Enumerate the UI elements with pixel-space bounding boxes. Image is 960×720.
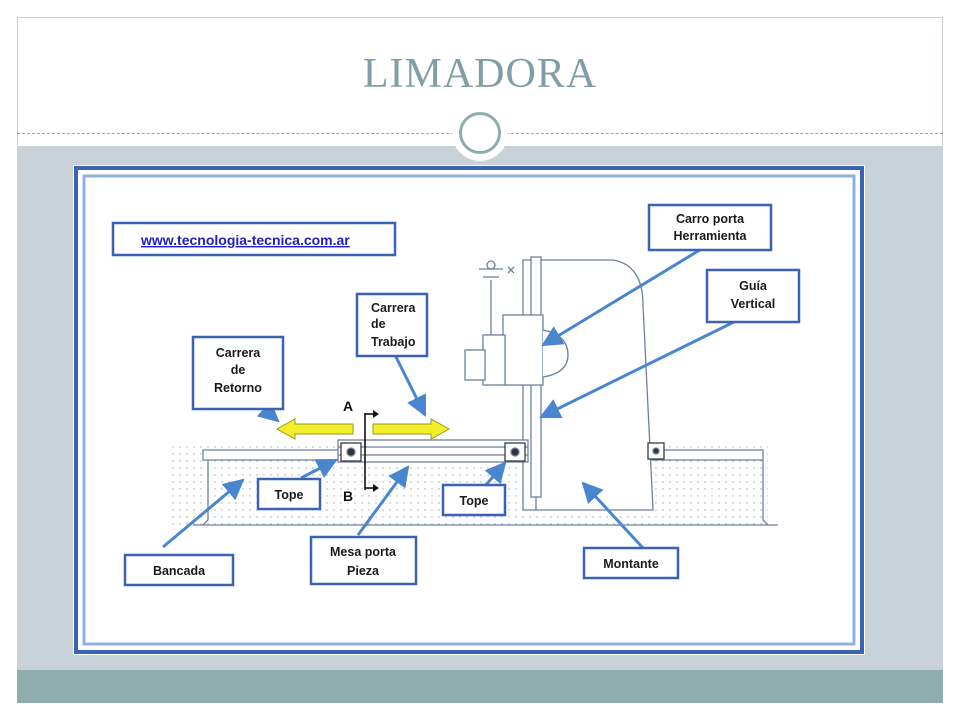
label-tope-left: Tope — [275, 488, 304, 502]
label-mesa-line1: Mesa porta — [330, 545, 397, 559]
shaper-diagram: A B www.tecnologia-tecnica.com.ar Carro … — [73, 165, 865, 655]
shaper-machine — [168, 256, 778, 526]
website-url: www.tecnologia-tecnica.com.ar — [140, 232, 350, 248]
footer-band — [17, 670, 943, 703]
diagram-svg: A B www.tecnologia-tecnica.com.ar Carro … — [74, 166, 864, 654]
label-retorno-line3: Retorno — [214, 381, 262, 395]
label-trabajo-line1: Carrera — [371, 301, 417, 315]
label-trabajo-line3: Trabajo — [371, 335, 416, 349]
section-marker-ab: A B — [343, 398, 379, 504]
label-guia-line1: Guía — [739, 279, 768, 293]
label-bancada: Bancada — [153, 564, 206, 578]
label-carro-line1: Carro porta — [676, 212, 745, 226]
label-retorno-line2: de — [231, 363, 246, 377]
marker-a: A — [343, 398, 353, 414]
label-tope-right: Tope — [460, 494, 489, 508]
circle-ornament — [452, 105, 508, 161]
label-montante: Montante — [603, 557, 659, 571]
circle-ring — [459, 112, 501, 154]
slide-title: LIMADORA — [362, 51, 598, 97]
work-stroke-arrow — [372, 418, 451, 440]
outer-frame — [74, 166, 864, 654]
marker-b: B — [343, 488, 353, 504]
label-guia-line2: Vertical — [731, 297, 775, 311]
inner-frame — [82, 174, 856, 646]
label-carro-line2: Herramienta — [674, 229, 748, 243]
return-stroke-arrow — [275, 418, 354, 440]
label-trabajo-line2: de — [371, 317, 386, 331]
label-retorno-line1: Carrera — [216, 346, 262, 360]
label-mesa-line2: Pieza — [347, 564, 380, 578]
label-boxes — [111, 203, 801, 587]
